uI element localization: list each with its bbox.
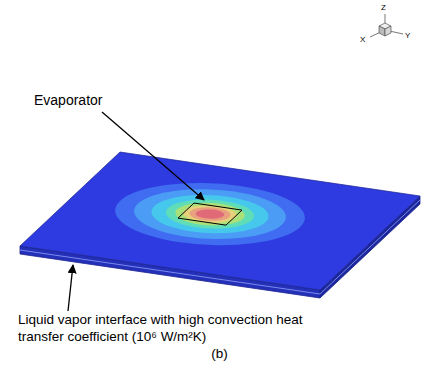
axis-label: Y: [405, 31, 410, 41]
plate-top: [20, 152, 420, 290]
temperature-contour: [90, 173, 330, 256]
axis-label: X: [360, 35, 365, 45]
part-label: Evaporator: [34, 92, 102, 110]
evaporator-outline: [178, 203, 242, 225]
temperature-contour: [166, 199, 254, 229]
temperature-contour: [136, 189, 284, 240]
note-label: Liquid vapor interface with high convect…: [18, 312, 328, 346]
leader-arrow: [102, 112, 204, 200]
temperature-contour: [176, 202, 244, 225]
temperature-contour: [154, 195, 266, 234]
axis-triad: [370, 14, 403, 37]
temperature-contour: [114, 181, 306, 247]
leader-arrow: [68, 265, 73, 311]
plate-surface: [20, 152, 420, 290]
subfigure-label: (b): [2, 346, 435, 363]
axis-label: Z: [381, 3, 386, 13]
temperature-contour: [192, 208, 228, 220]
